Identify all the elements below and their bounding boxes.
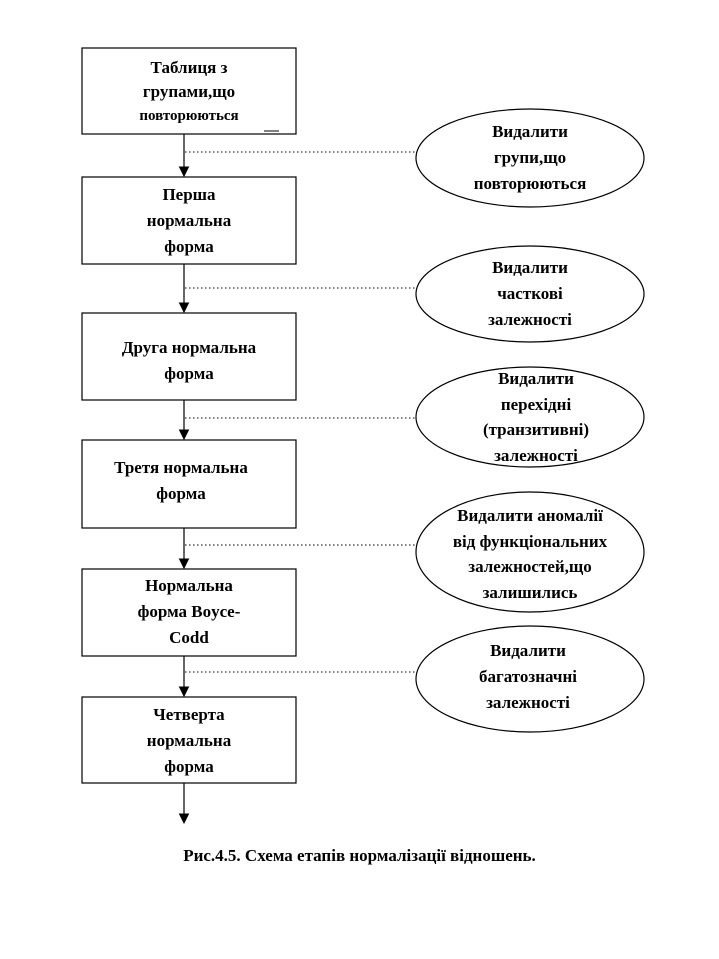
step-label-2-line-1: Перша	[162, 185, 216, 204]
action-label-4-line-1: Видалити аномалії	[457, 506, 603, 525]
action-label-3-line-3: (транзитивні)	[482, 420, 590, 439]
step-label-2: Перша нормальна форма	[82, 182, 296, 260]
step-label-3: Друга нормальна форма	[82, 335, 296, 387]
step-label-6-line-1: Четверта	[153, 705, 225, 724]
step-label-3-line-2: форма	[164, 364, 214, 383]
action-label-4: Видалити аномалії від функціональних зал…	[416, 503, 644, 605]
step-label-5-line-2: форма Boyce-	[137, 602, 241, 621]
action-label-1: Видалити групи,що повторюються	[416, 119, 644, 197]
action-label-2: Видалити часткові залежності	[416, 255, 644, 333]
action-oval-3	[415, 366, 645, 468]
action-oval-2	[415, 245, 645, 343]
step-label-4: Третя нормальна форма	[74, 455, 288, 507]
action-label-1-line-2: групи,що	[493, 148, 567, 167]
action-label-5-line-1: Видалити	[490, 641, 566, 660]
step-label-5-line-1: Нормальна	[145, 576, 233, 595]
action-label-2-line-2: часткові	[497, 284, 563, 303]
step-label-2-line-3: форма	[164, 237, 214, 256]
action-label-3: Видалити перехідні (транзитивні) залежно…	[422, 366, 650, 468]
action-oval-1	[415, 108, 645, 208]
action-label-4-line-2: від функціональних	[452, 531, 608, 551]
action-label-3-line-2: перехідні	[500, 394, 572, 414]
action-label-5: Видалити багатозначні залежності	[414, 638, 642, 716]
step-label-2-line-2: нормальна	[146, 211, 232, 230]
action-label-4-line-4: залишились	[482, 582, 578, 602]
action-label-2-line-1: Видалити	[492, 258, 568, 277]
step-label-6-line-2: нормальна	[146, 731, 232, 750]
step-label-4-line-1: Третя нормальна	[114, 458, 248, 477]
step-label-3-line-1: Друга нормальна	[121, 338, 257, 357]
action-label-5-line-3: залежності	[486, 693, 570, 712]
action-oval-5	[415, 625, 645, 733]
action-label-3-line-4: залежності	[494, 445, 578, 465]
step-label-5: Нормальна форма Boyce- Codd	[82, 573, 296, 651]
action-label-2-line-3: залежності	[488, 310, 572, 329]
step-box-1	[81, 47, 297, 135]
action-label-4-line-3: залежностей,що	[468, 557, 592, 576]
action-oval-4	[415, 491, 645, 613]
step-label-4-line-2: форма	[156, 484, 206, 503]
step-label-1-line-1: Таблиця з	[150, 58, 228, 77]
step-label-6-line-3: форма	[164, 757, 214, 776]
action-label-5-line-2: багатозначні	[479, 667, 577, 686]
action-label-1-line-3: повторюються	[473, 174, 587, 193]
action-label-1-line-1: Видалити	[492, 122, 568, 141]
step-label-6: Четверта нормальна форма	[82, 702, 296, 780]
action-label-3-line-1: Видалити	[498, 369, 574, 388]
step-label-5-line-3: Codd	[169, 628, 209, 647]
step-label-1-line-3: повторюються	[139, 108, 239, 124]
step-label-1-line-2: групами,що	[142, 82, 236, 101]
figure-caption: Рис.4.5. Схема етапів нормалізації відно…	[183, 846, 536, 865]
step-label-1: Таблиця з групами,що повторюються	[82, 56, 296, 128]
